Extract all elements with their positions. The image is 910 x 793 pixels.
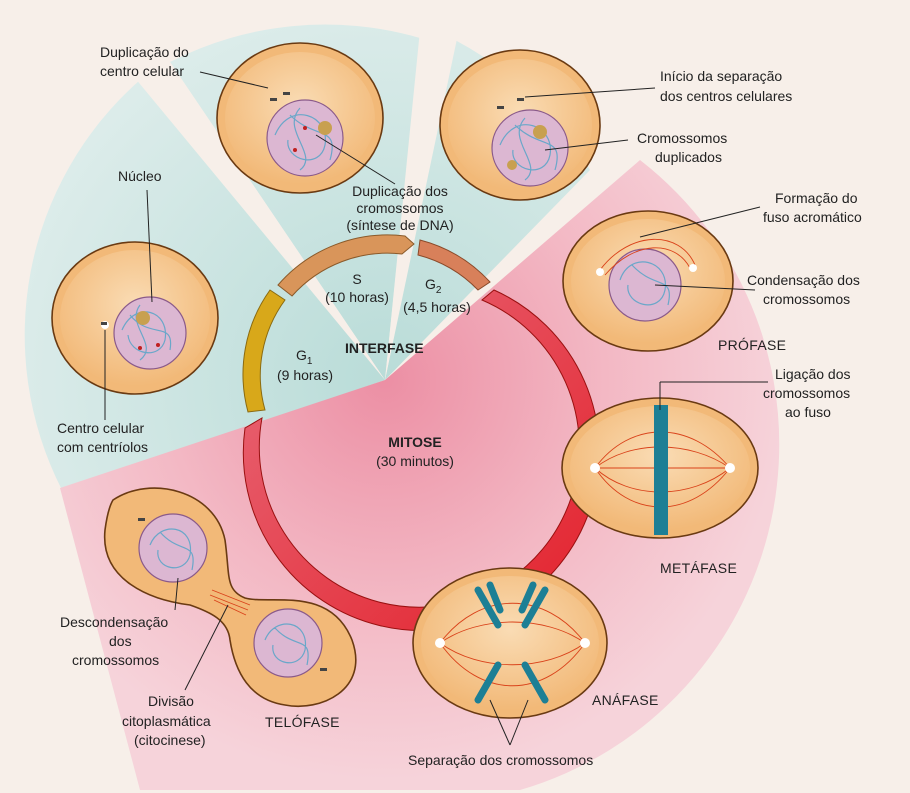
label-mitose-dur: (30 minutos) (376, 453, 454, 469)
label-s-dur: (10 horas) (325, 289, 389, 305)
label-divisao-2: citoplasmática (122, 713, 211, 729)
prophase-cell (562, 210, 734, 352)
g1-cell (51, 241, 219, 395)
label-s: S (352, 271, 361, 287)
label-center-dup-2: centro celular (100, 63, 184, 79)
label-chrom-dup-2: cromossomos (356, 200, 443, 216)
label-sep-start-1: Início da separação (660, 68, 782, 84)
leader-separacao-2 (509, 699, 529, 746)
leader-center-dup (199, 71, 269, 89)
leader-divisao (184, 604, 229, 691)
label-condens-1: Condensação dos (747, 272, 860, 288)
leader-separacao-1 (489, 699, 511, 746)
label-cromo-dup-2: duplicados (655, 149, 722, 165)
label-g1-letter: G (296, 347, 307, 363)
anaphase-cell (412, 567, 608, 719)
label-descond-3: cromossomos (72, 652, 159, 668)
g2-arc (417, 239, 491, 291)
label-nucleo: Núcleo (118, 168, 162, 184)
label-separacao: Separação dos cromossomos (408, 752, 593, 768)
label-g1-dur: (9 horas) (277, 367, 333, 383)
sector-gap-1 (130, 62, 385, 380)
label-ligacao-1: Ligação dos (775, 366, 851, 382)
label-interfase: INTERFASE (345, 340, 424, 356)
label-fuso-1: Formação do (775, 190, 858, 206)
label-descond-1: Descondensação (60, 614, 168, 630)
label-chrom-dup-3: (síntese de DNA) (346, 217, 453, 233)
label-fuso-2: fuso acromático (763, 209, 862, 225)
label-anafase: ANÁFASE (592, 692, 659, 708)
telophase-cells (103, 487, 357, 707)
label-g2-letter: G (425, 276, 436, 292)
label-sep-start-2: dos centros celulares (660, 88, 792, 104)
leader-chrom-dup (315, 134, 396, 185)
metaphase-cell (561, 397, 759, 539)
label-g2-dur: (4,5 horas) (403, 299, 471, 315)
label-ligacao-3: ao fuso (785, 404, 831, 420)
leader-cromo-dup (544, 139, 629, 151)
g1-arc (242, 289, 286, 413)
label-cromo-dup-1: Cromossomos (637, 130, 727, 146)
label-g2: G2 (425, 276, 442, 296)
g2-cell (439, 49, 601, 201)
label-condens-2: cromossomos (763, 291, 850, 307)
label-chrom-dup-1: Duplicação dos (352, 183, 448, 199)
label-centro-celular-2: com centríolos (57, 439, 148, 455)
label-divisao-1: Divisão (148, 693, 194, 709)
label-profase: PRÓFASE (718, 337, 786, 353)
label-divisao-3: (citocinese) (134, 732, 206, 748)
label-metafase: METÁFASE (660, 560, 737, 576)
label-center-dup-1: Duplicação do (100, 44, 189, 60)
label-telofase: TELÓFASE (265, 714, 340, 730)
leader-fuso (639, 206, 761, 238)
label-g1-sub: 1 (307, 356, 313, 367)
leader-condens (654, 284, 756, 291)
label-centro-celular-1: Centro celular (57, 420, 144, 436)
label-g2-sub: 2 (436, 285, 442, 296)
label-descond-2: dos (109, 633, 132, 649)
s-arc (277, 234, 415, 297)
leader-descond (174, 577, 179, 611)
label-ligacao-2: cromossomos (763, 385, 850, 401)
leader-sep-start (524, 87, 656, 98)
leader-nucleo (146, 189, 153, 303)
label-g1: G1 (296, 347, 313, 367)
label-mitose: MITOSE (388, 434, 441, 450)
s-cell (216, 42, 384, 194)
